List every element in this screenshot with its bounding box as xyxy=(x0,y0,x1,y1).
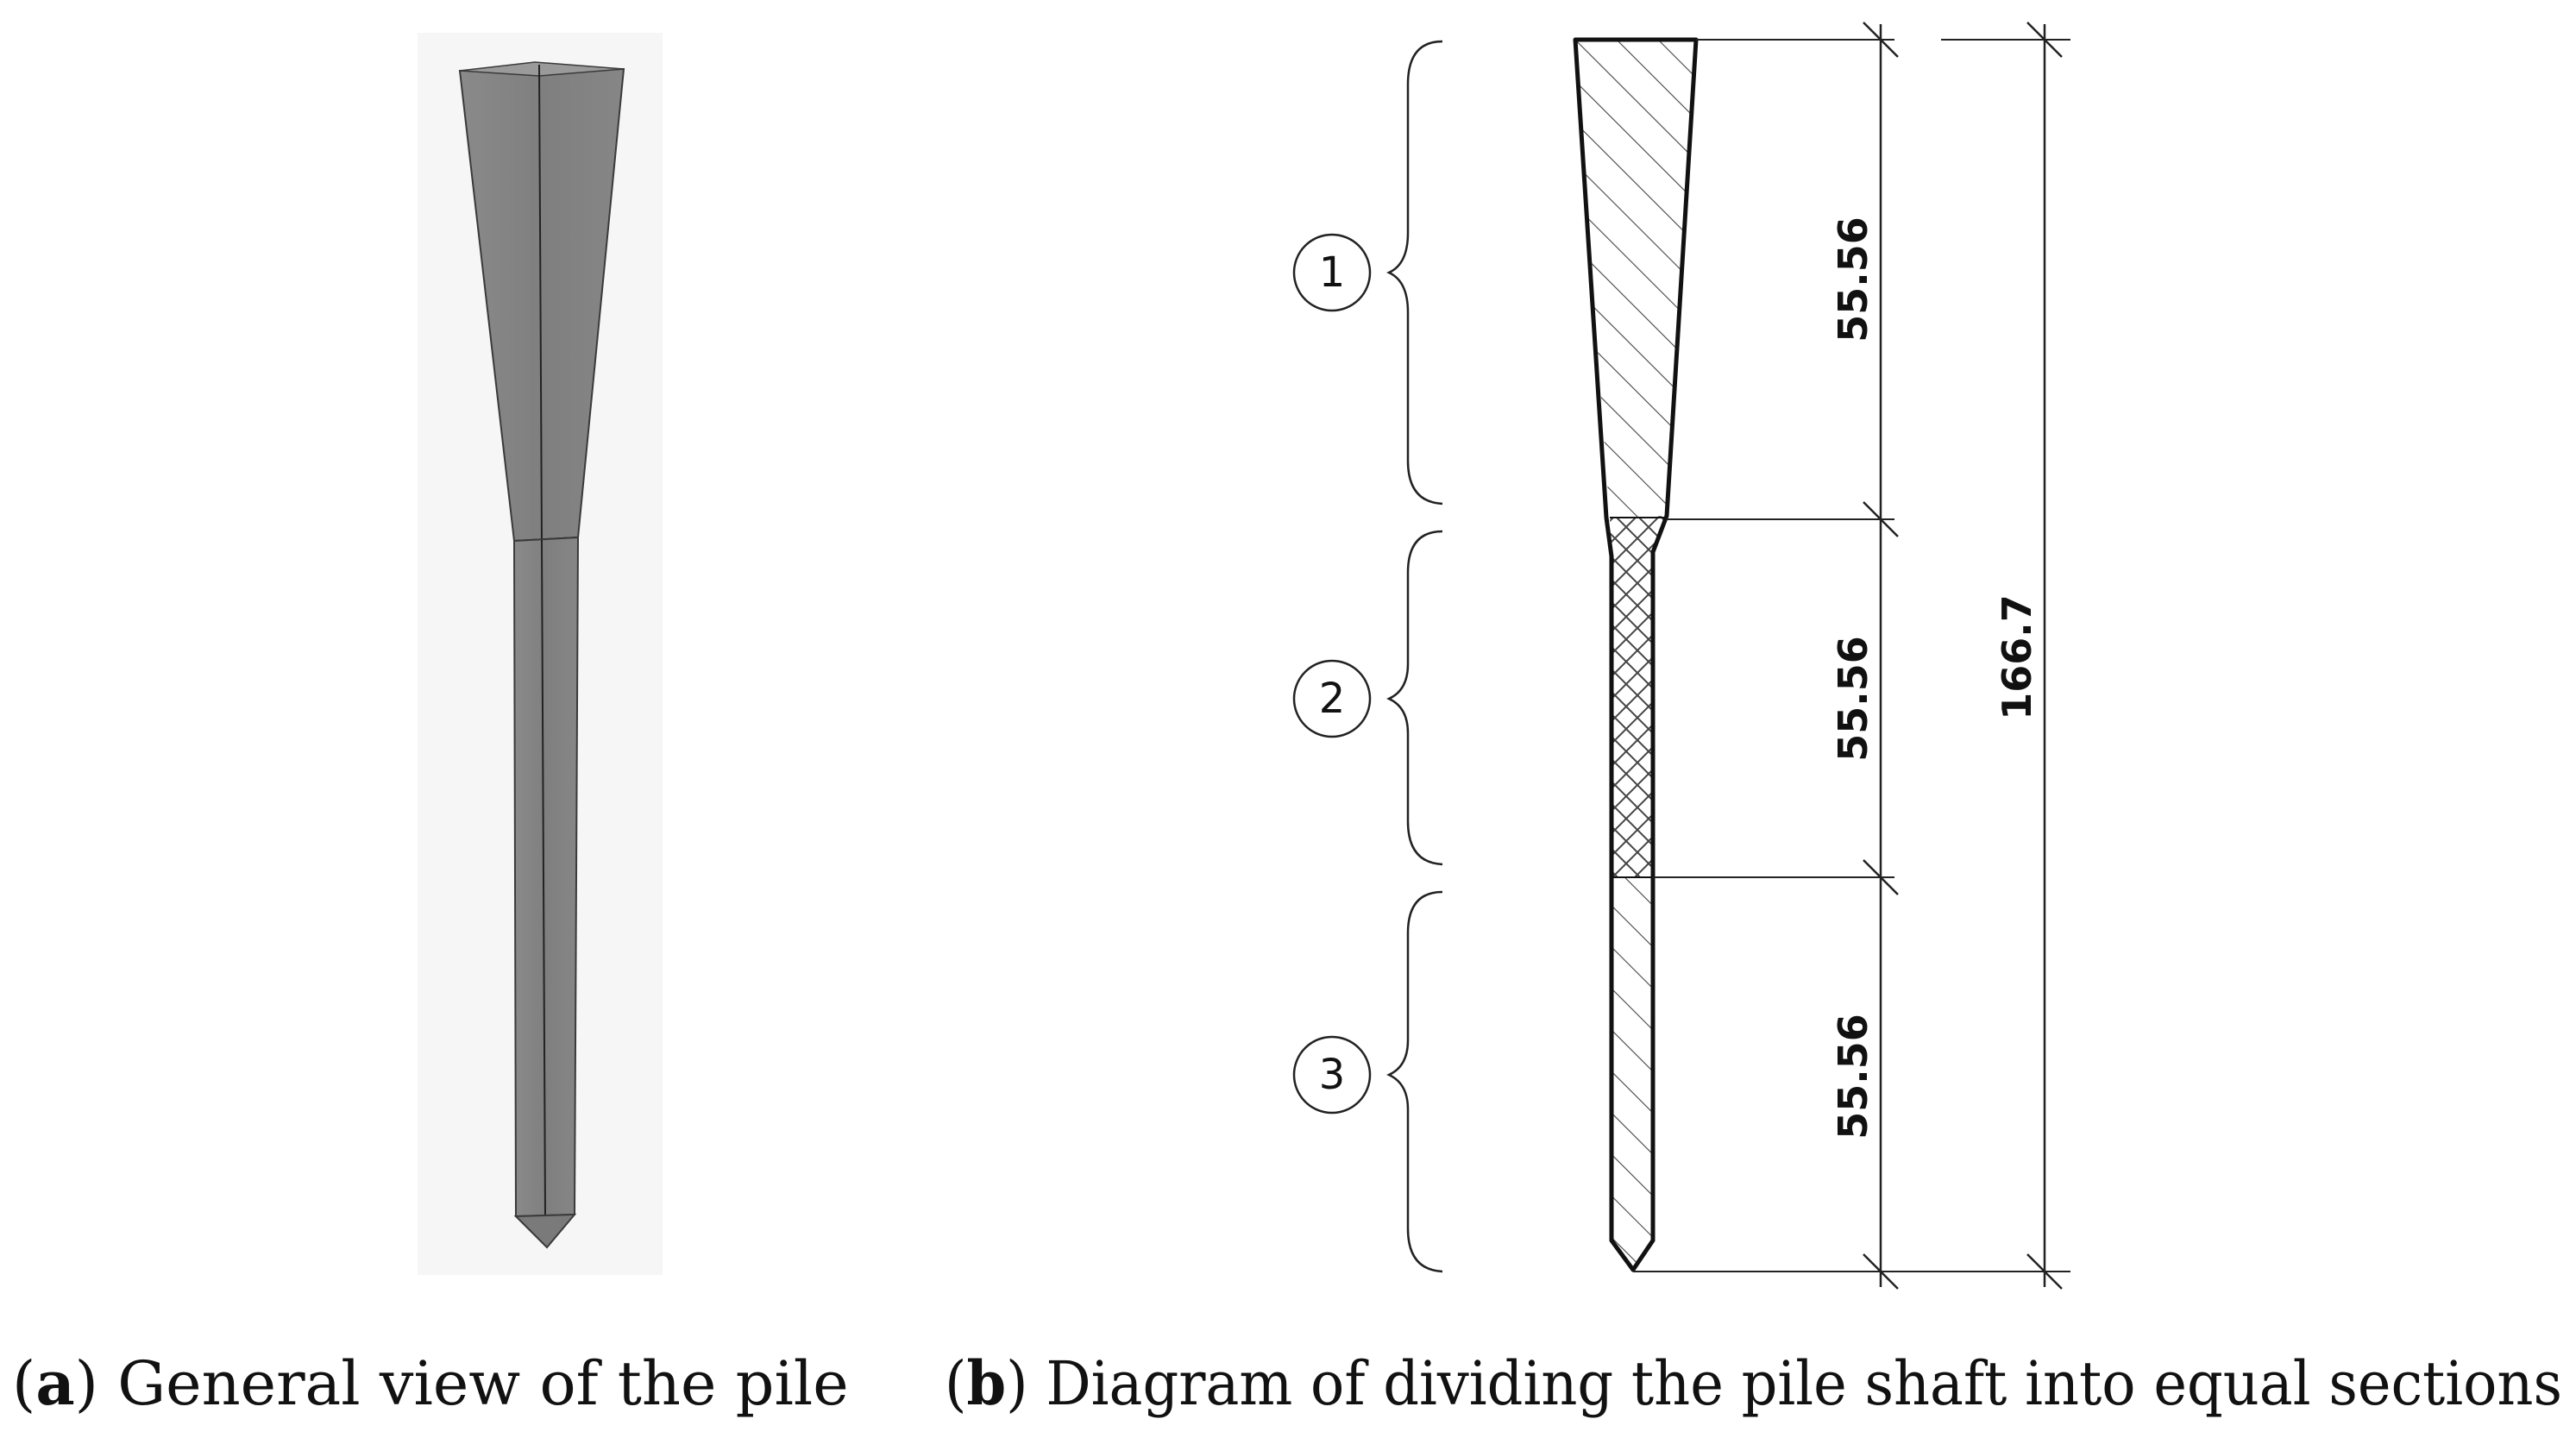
brace-section-2 xyxy=(1385,530,1443,866)
section-2-number: 2 xyxy=(1319,675,1346,723)
extension-lines xyxy=(1633,39,2070,1272)
svg-text:(a) General view of the pile: (a) General view of the pile xyxy=(12,1347,849,1419)
section-3-circle xyxy=(1292,1035,1372,1115)
brace-section-1 xyxy=(1385,40,1443,505)
total-length-label: 166.7 xyxy=(1994,594,2040,720)
caption-a: (a) General view of the pile xyxy=(12,1347,849,1419)
section-1-number: 1 xyxy=(1319,248,1346,297)
section-2-length-label: 55.56 xyxy=(1830,636,1876,762)
panel-a-pile-view xyxy=(418,33,663,1275)
total-dimension-line xyxy=(2026,22,2063,1290)
caption-b-letter: b xyxy=(966,1347,1006,1419)
section-2-shape xyxy=(1610,516,1667,877)
section-braces xyxy=(1385,40,1443,1273)
section-1-length-label: 55.56 xyxy=(1830,217,1876,342)
section-3-length-label: 55.56 xyxy=(1830,1014,1876,1140)
section-1-circle xyxy=(1292,233,1372,312)
section-3-shape xyxy=(1612,877,1653,1270)
pile-lower-shaft xyxy=(512,536,580,1218)
section-3-number: 3 xyxy=(1319,1051,1346,1099)
caption-a-text: General view of the pile xyxy=(117,1348,848,1419)
pile-outline xyxy=(1573,37,1699,1272)
pile-lower-edge xyxy=(541,539,546,1217)
section-dimension-line xyxy=(1863,22,1899,1290)
svg-text:(b) Diagram of dividing the pi: (b) Diagram of dividing the pile shaft i… xyxy=(945,1347,2562,1419)
caption-b: (b) Diagram of dividing the pile shaft i… xyxy=(945,1347,2562,1419)
pile-upper-edge xyxy=(538,64,543,541)
pile-top-face xyxy=(459,61,625,77)
section-2-circle xyxy=(1292,659,1372,738)
caption-a-letter: a xyxy=(35,1347,74,1419)
brace-section-3 xyxy=(1385,890,1443,1273)
pile-tip xyxy=(513,1213,577,1249)
section-number-markers: 1 2 3 xyxy=(1292,233,1372,1115)
caption-b-text: Diagram of dividing the pile shaft into … xyxy=(1046,1348,2562,1419)
panel-b-section-diagram: 55.56 55.56 55.56 166.7 1 2 3 xyxy=(1292,22,2070,1290)
section-1-shape xyxy=(1575,40,1696,518)
